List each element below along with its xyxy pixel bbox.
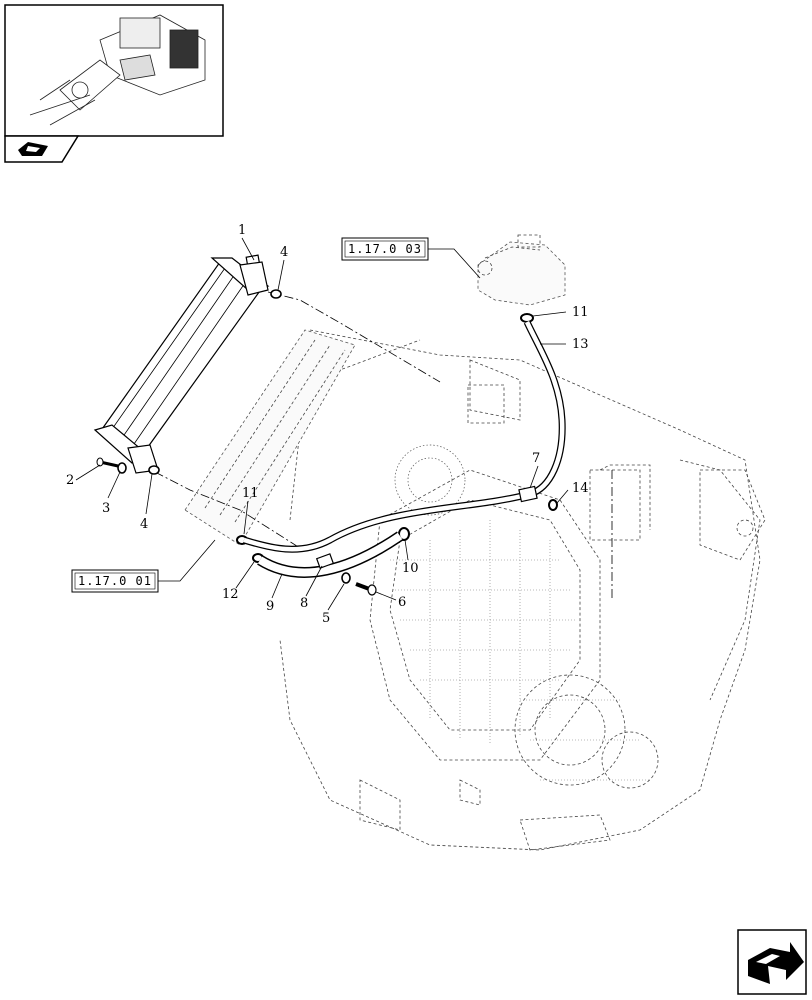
callout-12: 12 — [222, 587, 239, 602]
washer-4-bottom[interactable] — [148, 465, 160, 475]
tee-connector[interactable] — [518, 485, 538, 503]
tee-connector-8[interactable] — [315, 553, 335, 569]
hose-13[interactable] — [523, 320, 566, 498]
callout-3: 3 — [102, 501, 110, 516]
callout-4-top: 4 — [280, 245, 288, 260]
tractor-assembly-thumbnail-icon — [29, 14, 206, 126]
callout-7: 7 — [532, 451, 540, 466]
callout-9: 9 — [266, 599, 274, 614]
callout-1: 1 — [238, 223, 246, 238]
engine-frame-ghost — [184, 329, 766, 851]
hose-9[interactable] — [257, 531, 404, 578]
callout-11-bottom: 11 — [242, 486, 259, 501]
clamp-14[interactable] — [548, 499, 558, 511]
washer-5[interactable] — [341, 572, 351, 584]
callout-13: 13 — [572, 337, 589, 352]
clamp-10[interactable] — [398, 527, 410, 541]
reference-box-expansion-tank[interactable]: 1.17.0 03 — [341, 237, 481, 279]
fitting-6[interactable] — [355, 582, 377, 596]
callout-5: 5 — [322, 611, 330, 626]
washer-3[interactable] — [117, 462, 127, 474]
callout-4-bottom: 4 — [140, 517, 148, 532]
callout-14: 14 — [572, 481, 589, 496]
callout-2: 2 — [66, 473, 74, 488]
alignment-line-top — [267, 291, 441, 383]
callouts: 1 4 2 3 4 11 13 7 14 11 10 12 9 8 5 6 — [66, 223, 589, 626]
next-page-button[interactable] — [737, 929, 807, 995]
oil-cooler[interactable] — [93, 254, 270, 474]
expansion-tank-ghost — [477, 234, 566, 306]
callout-11-top: 11 — [572, 305, 589, 320]
washer-4-top[interactable] — [270, 289, 282, 299]
callout-6: 6 — [398, 595, 406, 610]
callout-8: 8 — [300, 596, 308, 611]
clamp-11-top[interactable] — [520, 313, 534, 323]
callout-10: 10 — [402, 561, 419, 576]
alignment-line-bottom — [154, 471, 301, 549]
thumbnail-panel[interactable] — [4, 4, 224, 163]
bolt-2[interactable] — [96, 457, 119, 468]
reference-label-radiator[interactable]: 1.17.0 01 — [78, 574, 152, 588]
back-arrow-icon[interactable] — [18, 142, 48, 156]
reference-box-radiator[interactable]: 1.17.0 01 — [71, 539, 216, 593]
reference-label-expansion-tank[interactable]: 1.17.0 03 — [348, 242, 422, 256]
next-page-arrow-icon[interactable] — [748, 942, 804, 984]
hose-7[interactable] — [242, 490, 531, 553]
